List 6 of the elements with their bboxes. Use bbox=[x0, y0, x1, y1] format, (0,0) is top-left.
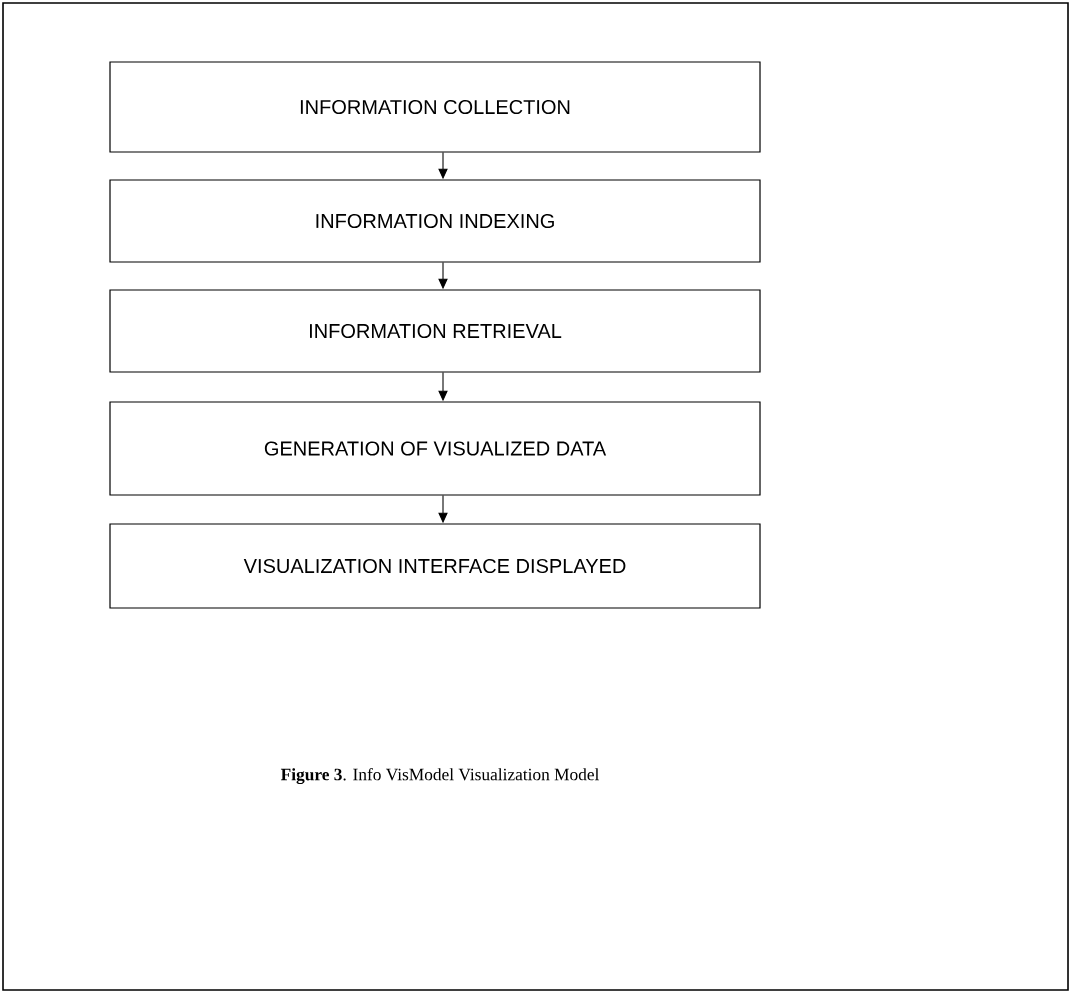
process-box: INFORMATION RETRIEVAL bbox=[109, 289, 761, 373]
process-box: INFORMATION COLLECTION bbox=[109, 61, 761, 153]
caption: Figure 3. Info VisModel Visualization Model bbox=[280, 768, 599, 784]
process-box: INFORMATION INDEXING bbox=[109, 179, 761, 263]
process-box: VISUALIZATION INTERFACE DISPLAYED bbox=[109, 523, 761, 609]
process-box: GENERATION OF VISUALIZED DATA bbox=[109, 401, 761, 496]
